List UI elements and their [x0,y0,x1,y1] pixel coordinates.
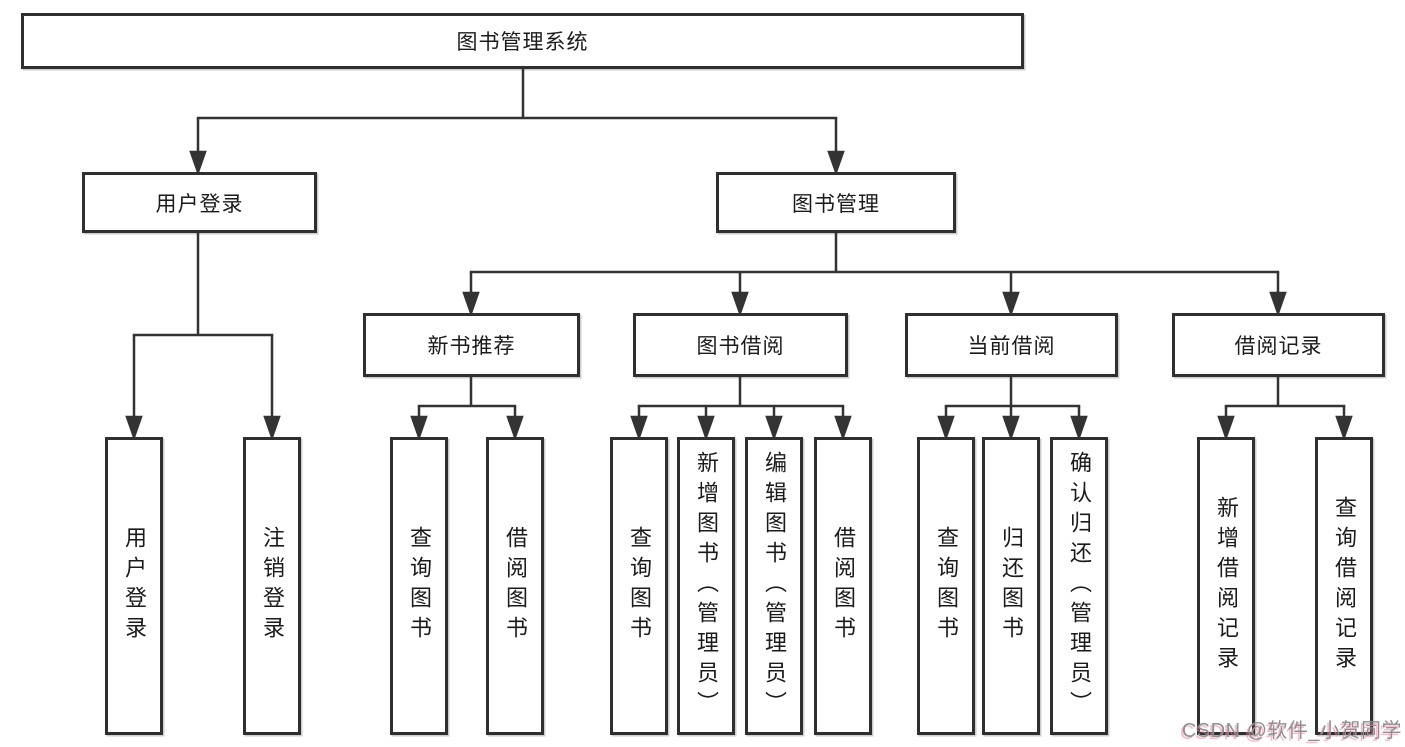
node-borrow-record: 借阅记录 [1172,313,1385,377]
leaf-add-book-admin: 新增图书（管理员） [677,437,735,735]
leaf-query-borrow-record-label: 查询借阅记录 [1332,496,1357,676]
leaf-return-book: 归还图书 [982,437,1040,735]
connector-user-login [125,233,281,441]
node-user-login-label: 用户登录 [155,192,244,216]
leaf-borrow-book: 借阅图书 [814,437,872,735]
leaf-query-borrow-record: 查询借阅记录 [1315,437,1373,735]
leaf-current-query-book-label: 查询图书 [934,526,959,646]
node-current-borrow-label: 当前借阅 [967,335,1056,358]
leaf-borrow-book-label: 借阅图书 [831,526,856,646]
node-new-book-recommend-label: 新书推荐 [427,335,516,358]
leaf-edit-book-admin: 编辑图书（管理员） [745,437,803,735]
connector-current-borrow [937,377,1088,441]
node-book-borrow: 图书借阅 [633,313,848,377]
leaf-confirm-return-admin-label: 确认归还（管理员） [1067,451,1092,721]
connector-book-management [462,233,1287,317]
leaf-logout-label: 注销登录 [260,526,285,646]
leaf-add-borrow-record-label: 新增借阅记录 [1214,496,1239,676]
connector-new-book [410,377,524,441]
leaf-recommend-borrow-book: 借阅图书 [486,437,544,735]
leaf-user-login-label: 用户登录 [122,526,147,646]
node-user-login: 用户登录 [82,172,317,233]
leaf-return-book-label: 归还图书 [999,526,1024,646]
leaf-current-query-book: 查询图书 [917,437,975,735]
leaf-add-book-admin-label: 新增图书（管理员） [694,451,719,721]
node-root-system: 图书管理系统 [21,13,1024,69]
leaf-user-login: 用户登录 [105,437,163,735]
leaf-borrow-query-book-label: 查询图书 [627,526,652,646]
csdn-watermark: CSDN @软件_小贺同学 [1181,720,1402,742]
node-book-management-label: 图书管理 [792,192,880,216]
leaf-recommend-query-book: 查询图书 [390,437,448,735]
node-current-borrow: 当前借阅 [905,313,1118,377]
leaf-confirm-return-admin: 确认归还（管理员） [1050,437,1108,735]
node-root-system-label: 图书管理系统 [456,31,589,54]
leaf-add-borrow-record: 新增借阅记录 [1197,437,1255,735]
node-new-book-recommend: 新书推荐 [363,313,580,377]
connector-borrow-record [1217,377,1353,441]
node-book-borrow-label: 图书借阅 [696,335,785,358]
connector-book-borrow [630,377,852,441]
connector-root [189,69,845,176]
leaf-recommend-borrow-book-label: 借阅图书 [503,526,528,646]
leaf-recommend-query-book-label: 查询图书 [407,526,432,646]
leaf-logout: 注销登录 [243,437,301,735]
leaf-edit-book-admin-label: 编辑图书（管理员） [762,451,787,721]
node-book-management: 图书管理 [716,172,956,233]
node-borrow-record-label: 借阅记录 [1234,335,1323,358]
leaf-borrow-query-book: 查询图书 [610,437,668,735]
